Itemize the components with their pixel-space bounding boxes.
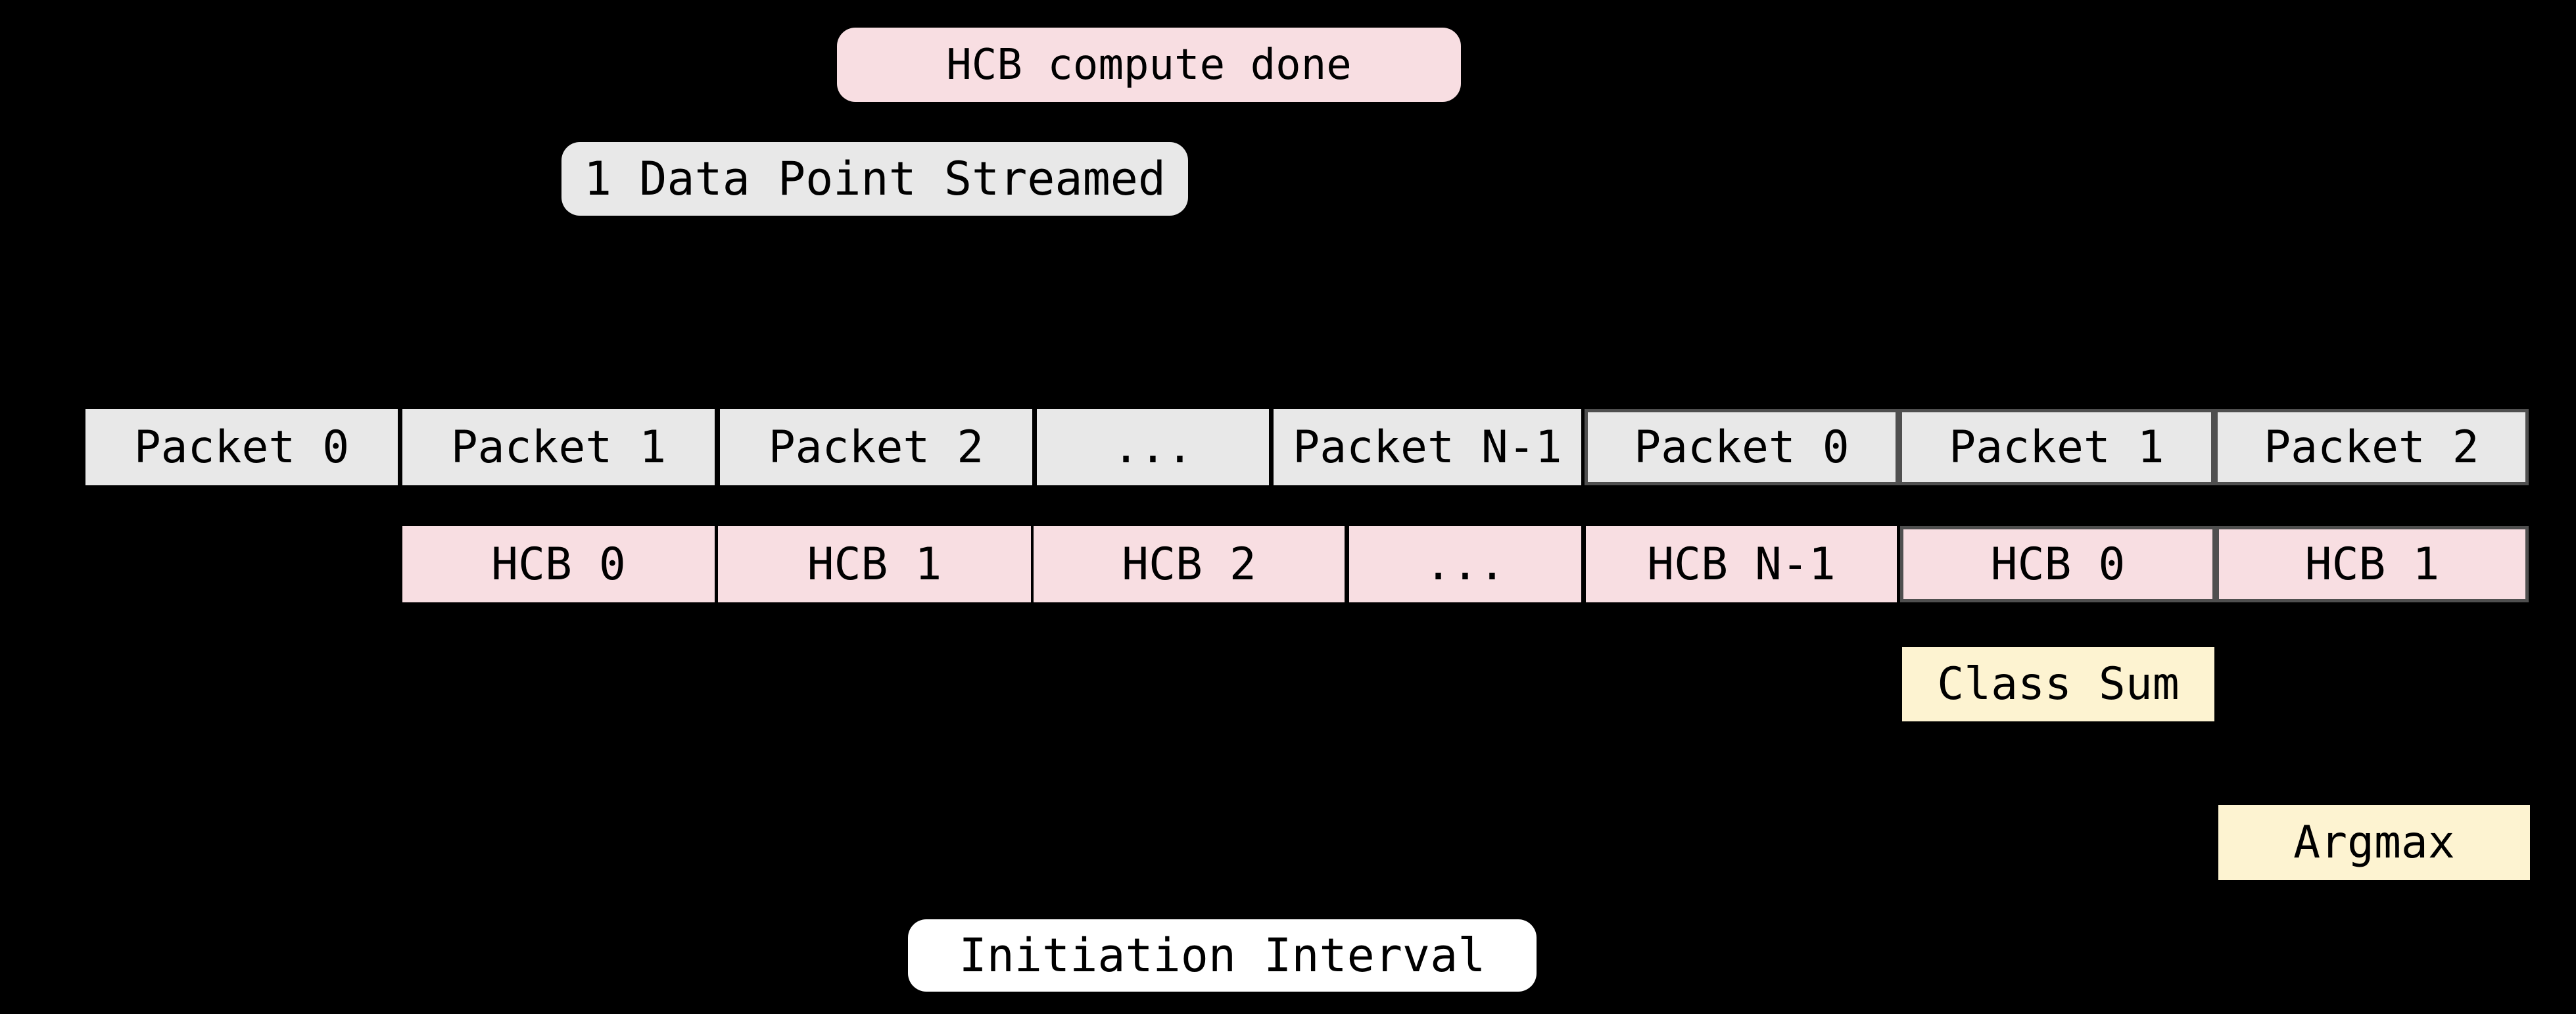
packet-cell: Packet 1 [1899, 409, 2214, 485]
hcb-cell: HCB 2 [1034, 526, 1345, 602]
packet-cell: Packet 0 [1585, 409, 1899, 485]
packet-cell: Packet 0 [85, 409, 398, 485]
packet-cell: Packet 2 [720, 409, 1032, 485]
class-sum-box: Class Sum [1902, 647, 2214, 721]
initiation-interval-callout: Initiation Interval [908, 919, 1537, 992]
packet-cell: Packet 1 [402, 409, 715, 485]
argmax-box: Argmax [2218, 805, 2530, 880]
hcb-cell: HCB 0 [402, 526, 715, 602]
packet-cell: ... [1037, 409, 1269, 485]
hcb-cell: HCB 1 [718, 526, 1031, 602]
hcb-cell: HCB N-1 [1586, 526, 1897, 602]
packet-cell: Packet 2 [2214, 409, 2529, 485]
hcb-cell: HCB 1 [2216, 526, 2529, 602]
packet-cell: Packet N-1 [1274, 409, 1581, 485]
hcb-cell: ... [1349, 526, 1581, 602]
hcb-compute-done-callout: HCB compute done [837, 28, 1461, 102]
data-point-streamed-callout: 1 Data Point Streamed [561, 142, 1188, 216]
hcb-cell: HCB 0 [1900, 526, 2216, 602]
